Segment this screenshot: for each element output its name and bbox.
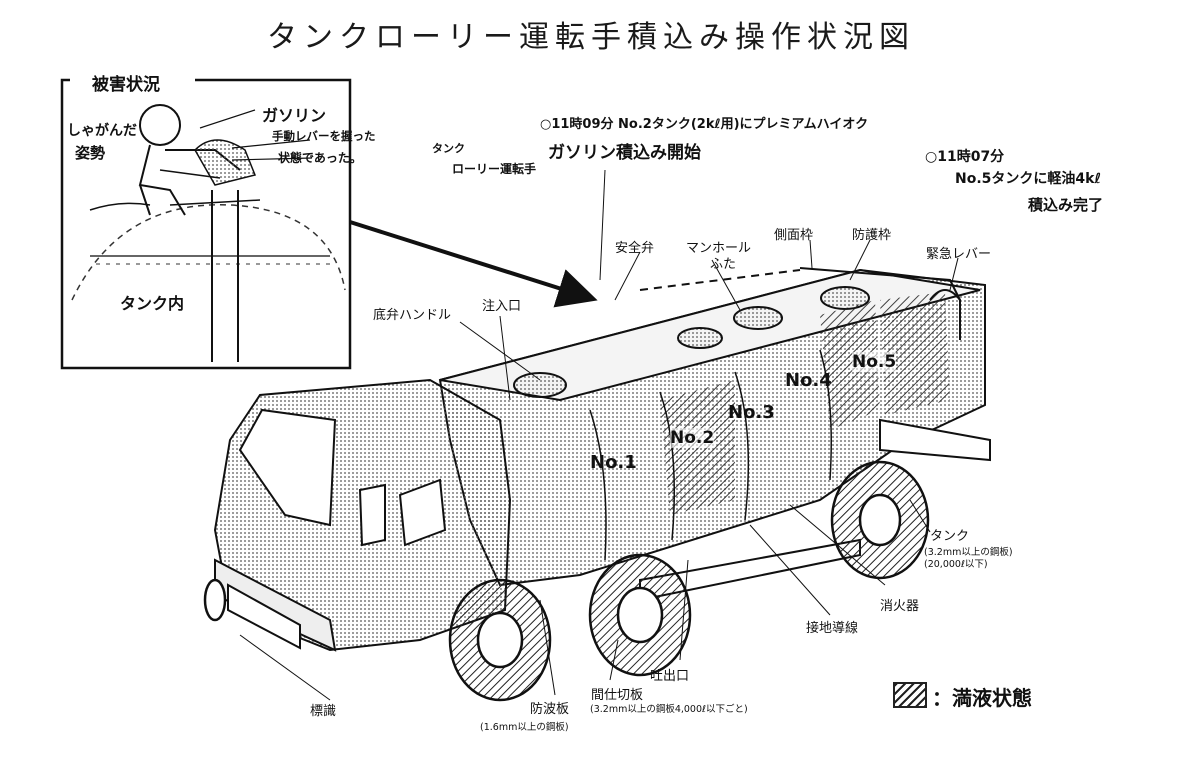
- tank-spec-2: (20,000ℓ以下): [924, 559, 988, 570]
- note-1107-line-1: ○11時07分: [925, 149, 1005, 165]
- lever-note-2: 状態であった。: [278, 151, 362, 165]
- extinguisher-label: 消火器: [880, 599, 920, 614]
- guard-frame-label: 防護枠: [852, 228, 892, 243]
- tank-no3: No.3: [728, 402, 775, 423]
- emergency-lever-label: 緊急レバー: [926, 247, 992, 262]
- gasoline-label: ガソリン: [262, 106, 327, 125]
- lever-note-1: 手動レバーを握った: [272, 129, 376, 143]
- note-1107-line-3: 積込み完了: [1028, 196, 1104, 214]
- leader-lines: [239, 169, 959, 701]
- tank-no2: No.2: [670, 428, 715, 448]
- manhole-label-2: ふた: [710, 257, 737, 272]
- note-1109-line-2: ガソリン積込み開始: [548, 143, 701, 163]
- tank-inside-label: タンク内: [120, 294, 185, 313]
- tank-no4: No.4: [785, 370, 832, 391]
- note-1109-line-1: ○11時09分 No.2タンク(2kℓ用)にプレミアムハイオク: [540, 117, 869, 132]
- ground-wire-label: 接地導線: [806, 621, 859, 636]
- tank-no1: No.1: [590, 452, 637, 473]
- side-frame-label: 側面枠: [774, 228, 814, 243]
- inset-header: 被害状況: [88, 70, 164, 95]
- baffle-label: 防波板: [530, 702, 570, 717]
- posture-line-2: 姿勢: [75, 144, 106, 162]
- partition-spec: (3.2mm以上の鋼板4,000ℓ以下ごと): [590, 704, 748, 715]
- sign-label: 標識: [310, 704, 337, 719]
- wheels: [203, 460, 930, 702]
- legend-label: ：満液状態: [932, 686, 1032, 710]
- manholes: [513, 286, 870, 398]
- driver-note-1: タンク: [432, 142, 465, 155]
- manhole-label-1: マンホール: [686, 241, 752, 256]
- baffle-spec: (1.6mm以上の鋼板): [480, 722, 569, 733]
- bottom-valve-label: 底弁ハンドル: [373, 308, 452, 323]
- inlet-label: 注入口: [482, 299, 522, 314]
- tank-no5: No.5: [852, 352, 897, 372]
- safety-valve-label: 安全弁: [615, 241, 655, 256]
- note-1107-line-2: No.5タンクに軽油4kℓ: [955, 171, 1102, 187]
- posture-line-1: しゃがんだ: [67, 123, 137, 139]
- inset-frame: [60, 78, 352, 370]
- full-tank-hatching: [660, 292, 950, 515]
- tank-spec-1: (3.2mm以上の鋼板): [924, 547, 1013, 558]
- partitions: [589, 349, 832, 561]
- driver-note-2: ローリー運転手: [452, 162, 537, 176]
- legend-hatch-swatch: [893, 682, 927, 708]
- tank-label: タンク: [930, 529, 970, 544]
- page-title: タンクローリー運転手積込み操作状況図: [267, 20, 915, 55]
- partition-label: 間仕切板: [591, 688, 644, 703]
- outlet-label: 吐出口: [650, 669, 690, 684]
